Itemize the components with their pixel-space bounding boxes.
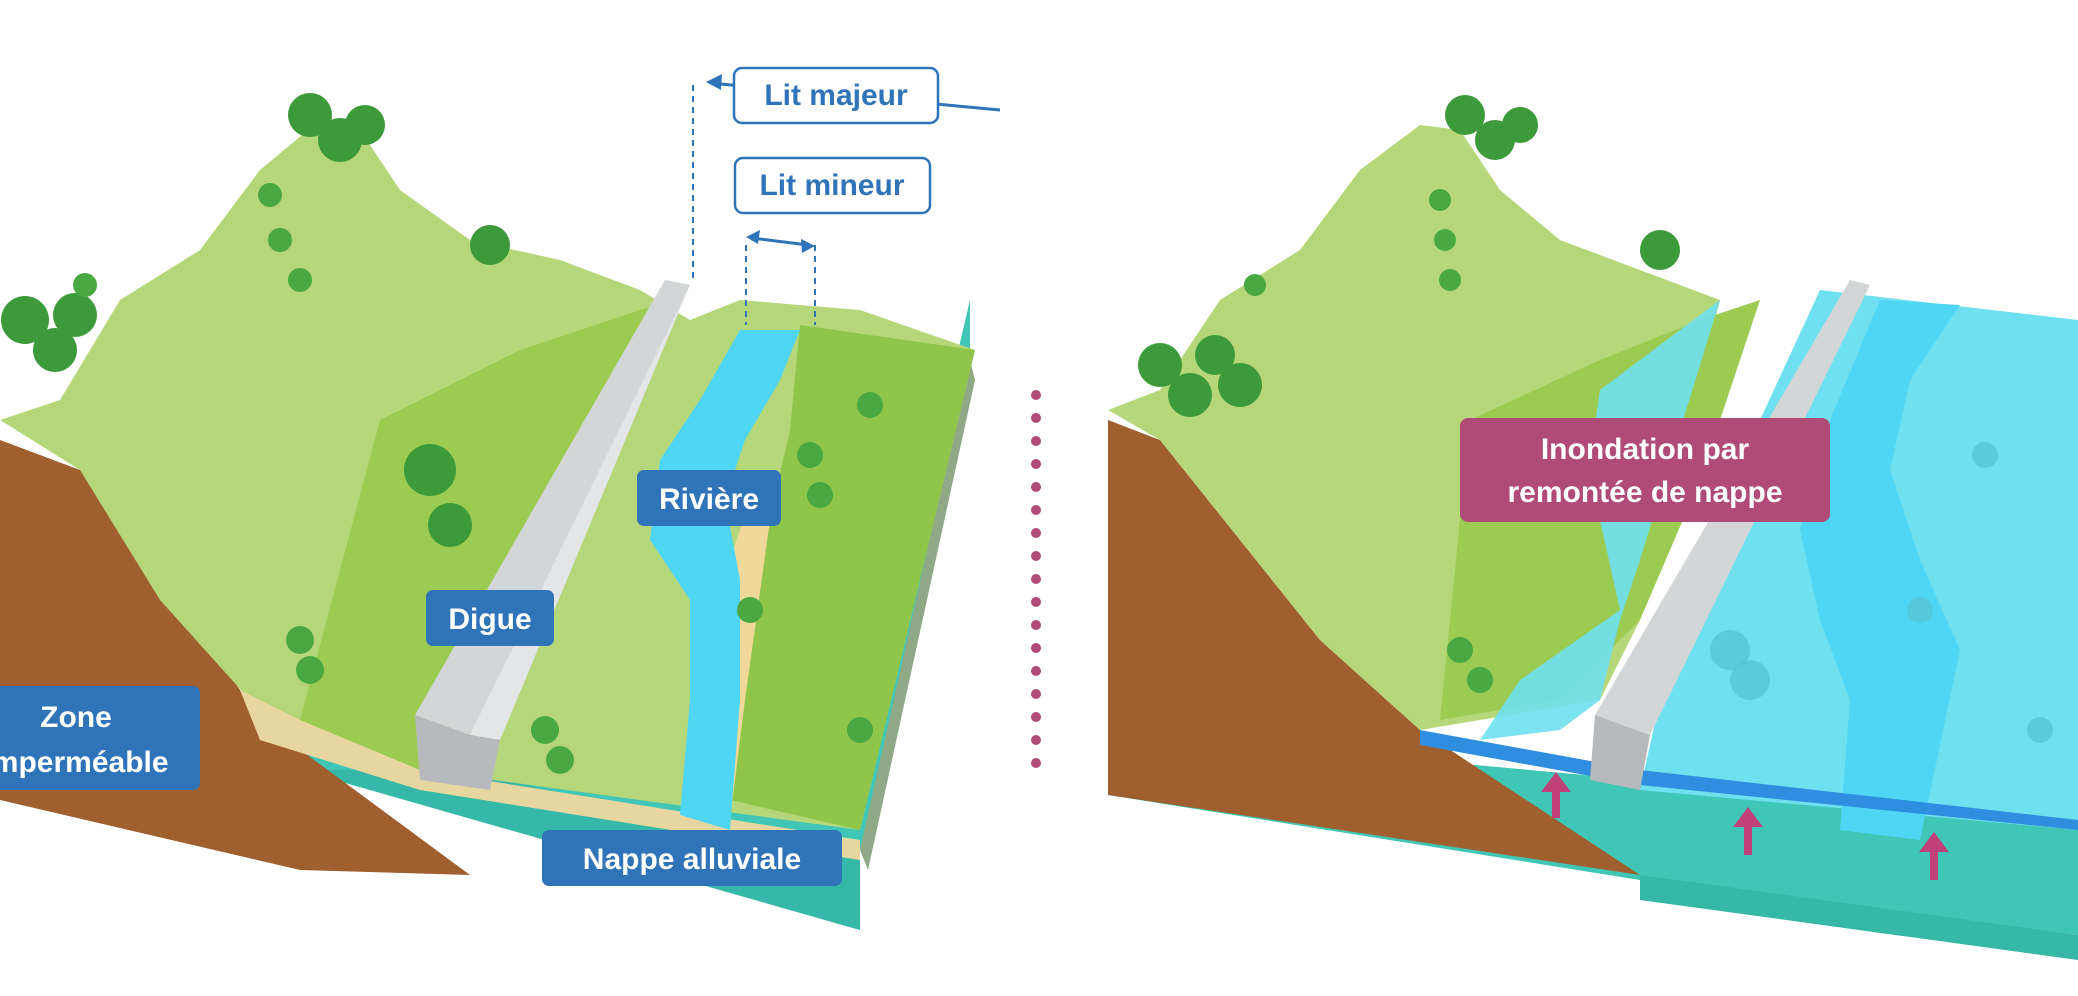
label-nappe-alluviale: Nappe alluviale xyxy=(542,830,842,886)
label-zone-line2: imperméable xyxy=(0,746,169,779)
lit-majeur-arrowhead xyxy=(706,74,722,90)
rising-water-arrows xyxy=(1541,772,1949,880)
label-nappe-text: Nappe alluviale xyxy=(583,843,801,876)
label-riviere: Rivière xyxy=(637,470,781,526)
label-zone-impermeable: Zone imperméable xyxy=(0,686,200,790)
left-grass-mid xyxy=(300,300,680,770)
label-inondation: Inondation par remontée de nappe xyxy=(1460,418,1830,522)
right-landscape-block: Inondation par remontée de nappe xyxy=(1108,95,2078,960)
river xyxy=(650,330,800,830)
label-inondation-line2: remontée de nappe xyxy=(1507,476,1782,509)
right-levee-side xyxy=(1590,715,1650,790)
levee-side xyxy=(415,715,500,790)
label-lit-mineur-text: Lit mineur xyxy=(759,169,904,202)
label-zone-line1: Zone xyxy=(40,701,112,734)
water-table-line xyxy=(1420,730,2078,830)
dotted-divider xyxy=(1031,390,1041,768)
left-slab-right-edge xyxy=(860,360,975,870)
right-bank-field xyxy=(720,325,975,830)
label-lit-mineur: Lit mineur xyxy=(733,156,932,215)
flooded-river xyxy=(1800,300,1960,840)
left-landscape-block: Lit majeur Lit mineur Rivière Digue Zone… xyxy=(0,66,1001,930)
label-digue: Digue xyxy=(426,590,554,646)
left-trees xyxy=(1,93,883,774)
label-digue-text: Digue xyxy=(448,603,531,636)
label-riviere-text: Rivière xyxy=(659,483,759,516)
right-aquifer-front xyxy=(1640,875,2078,960)
lit-mineur-arrowhead-left xyxy=(746,230,760,244)
label-lit-majeur: Lit majeur xyxy=(732,66,940,125)
label-inondation-line1: Inondation par xyxy=(1541,433,1750,466)
right-soil-layer xyxy=(1108,420,1640,875)
right-trees xyxy=(1138,95,2053,743)
lit-mineur-arrowhead-right xyxy=(801,239,815,253)
lit-mineur-arrow xyxy=(751,236,809,247)
label-lit-majeur-text: Lit majeur xyxy=(764,79,908,112)
